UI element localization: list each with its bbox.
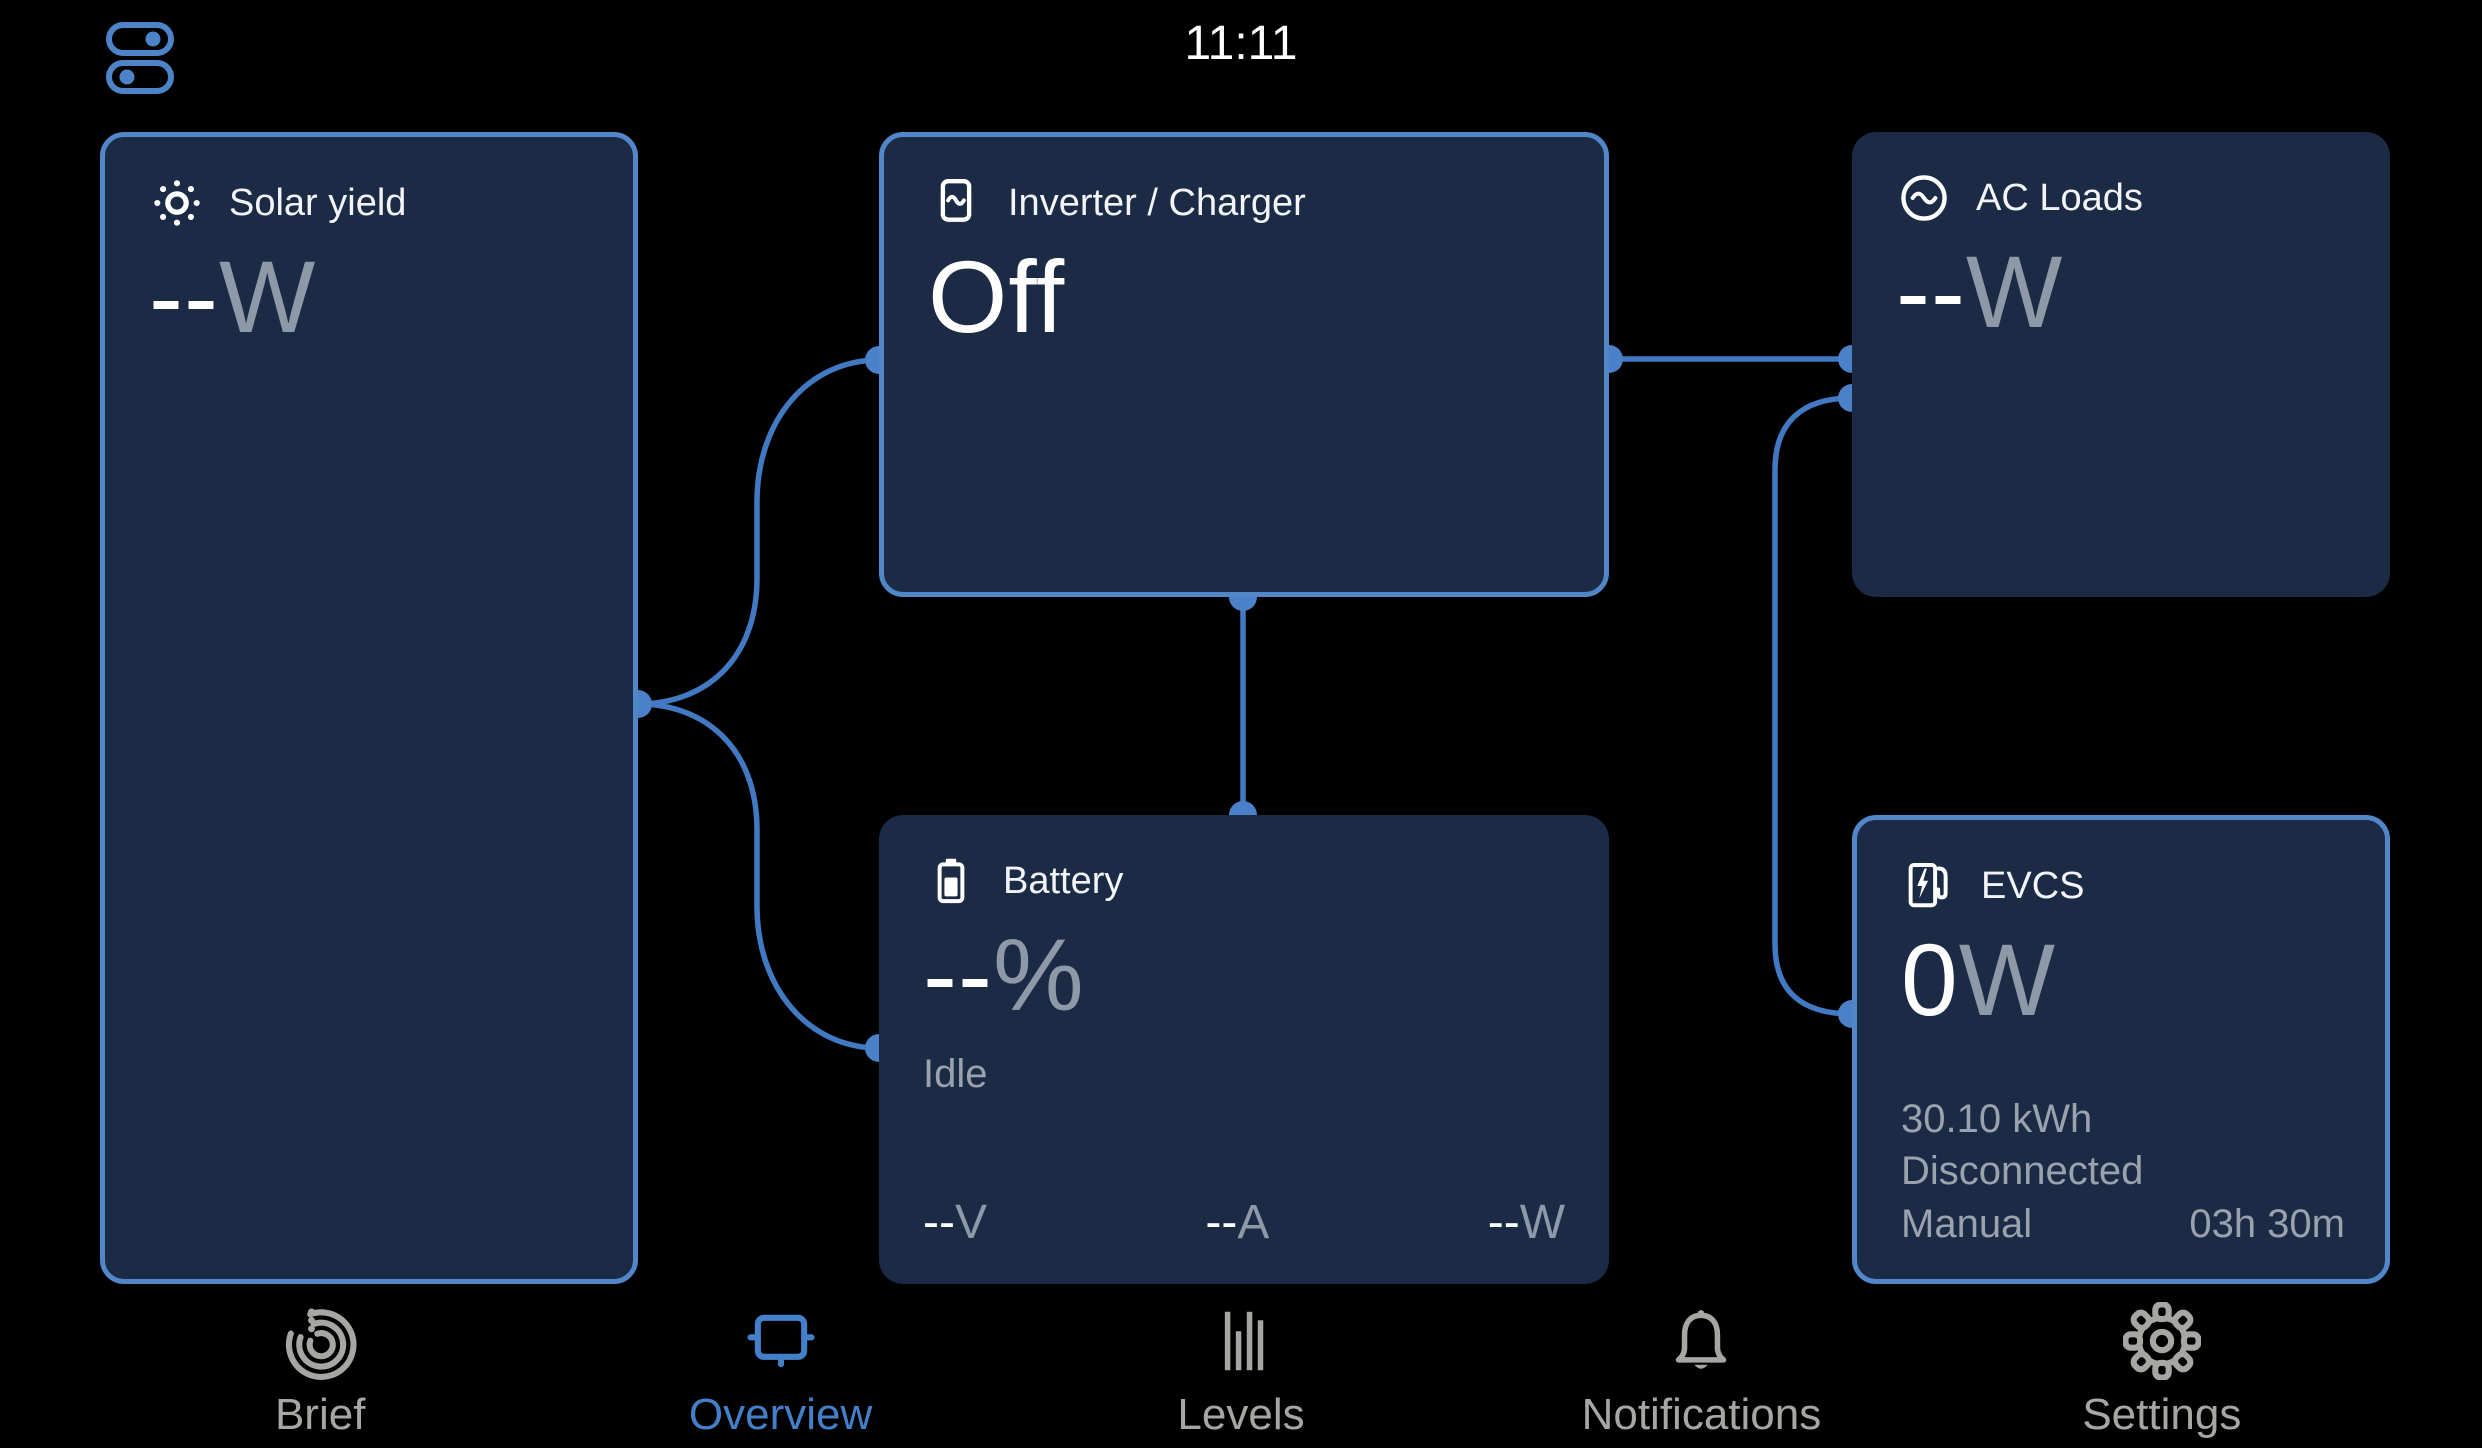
- battery-current: --A: [1205, 1196, 1270, 1249]
- inverter-charger-card[interactable]: Inverter / Charger Off: [879, 132, 1609, 597]
- clock: 11:11: [1184, 17, 1298, 70]
- ac-sine-icon: [1901, 175, 1947, 221]
- menu-button[interactable]: [104, 22, 176, 94]
- nav-item-label: Overview: [688, 1390, 873, 1439]
- nav-item-levels[interactable]: Levels: [1011, 1296, 1471, 1448]
- evcs-details: 30.10 kWh Disconnected Manual 03h 30m: [1901, 1093, 2345, 1251]
- nav-item-settings[interactable]: Settings: [1932, 1296, 2392, 1448]
- solar-power-value: --W: [149, 240, 317, 354]
- nav-item-label: Levels: [1177, 1390, 1305, 1439]
- nav-item-overview[interactable]: Overview: [550, 1296, 1010, 1448]
- battery-metrics-row: --V --A --W: [923, 1195, 1565, 1250]
- nav-item-notifications[interactable]: Notifications: [1471, 1296, 1931, 1448]
- nav-item-label: Brief: [274, 1390, 366, 1439]
- battery-voltage: --V: [923, 1196, 987, 1249]
- card-title: AC Loads: [1976, 176, 2143, 219]
- sun-icon: [154, 180, 200, 226]
- card-title: EVCS: [1981, 864, 2085, 907]
- evcs-card[interactable]: EVCS 0W 30.10 kWh Disconnected Manual 03…: [1852, 815, 2390, 1284]
- evcs-mode: Manual: [1901, 1202, 2033, 1247]
- nav-item-label: Notifications: [1581, 1390, 1822, 1439]
- card-title: Battery: [1003, 859, 1124, 902]
- nav-item-label: Settings: [2082, 1390, 2242, 1439]
- bottom-nav: Brief Overview Levels: [90, 1296, 2392, 1448]
- overview-icon: [747, 1314, 815, 1368]
- evcs-power-value: 0W: [1901, 923, 2057, 1037]
- inverter-icon: [940, 178, 972, 222]
- toggles-menu-icon: [106, 22, 174, 94]
- ac-loads-card[interactable]: AC Loads --W: [1852, 132, 2390, 597]
- settings-icon: [2122, 1302, 2201, 1380]
- inverter-state-value: Off: [928, 240, 1066, 354]
- levels-icon: [1224, 1311, 1264, 1371]
- evcs-connection-status: Disconnected: [1901, 1149, 2144, 1194]
- ev-charger-icon: [1908, 863, 1948, 908]
- brief-icon: [286, 1308, 357, 1380]
- nav-item-brief[interactable]: Brief: [90, 1296, 550, 1448]
- battery-state-label: Idle: [923, 1052, 988, 1096]
- ac-loads-power-value: --W: [1896, 235, 2064, 349]
- solar-yield-card[interactable]: Solar yield --W: [100, 132, 638, 1284]
- battery-card[interactable]: Battery --% Idle --V --A --W: [879, 815, 1609, 1284]
- battery-icon: [937, 858, 965, 904]
- card-title: Inverter / Charger: [1008, 181, 1306, 224]
- battery-power: --W: [1487, 1196, 1565, 1249]
- card-title: Solar yield: [229, 181, 407, 224]
- evcs-session-energy: 30.10 kWh: [1901, 1096, 2093, 1141]
- battery-soc-value: --%: [923, 918, 1085, 1032]
- evcs-charge-time: 03h 30m: [2189, 1202, 2345, 1247]
- notifications-icon: [1676, 1310, 1727, 1369]
